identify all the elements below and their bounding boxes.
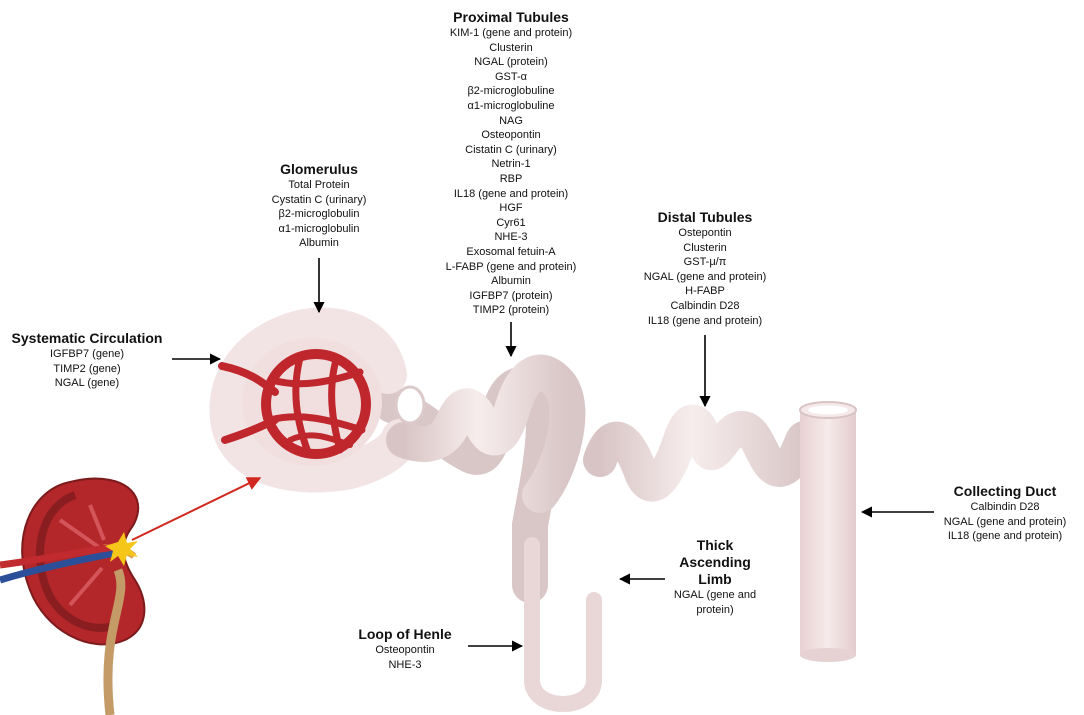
list-item: β2-microglobuline [406,84,616,99]
list-item: Albumin [406,274,616,289]
list-item: Ostepontin [615,226,795,241]
list-item: Clusterin [615,241,795,256]
list-item: TIMP2 (gene) [2,362,172,377]
loop-of-henle-label: Loop of Henle Osteopontin NHE-3 [340,626,470,672]
list-item: Cyr61 [406,216,616,231]
list-item: IL18 (gene and protein) [406,187,616,202]
list-item: Exosomal fetuin-A [406,245,616,260]
list-item: IL18 (gene and protein) [930,529,1080,544]
list-item: L-FABP (gene and protein) [406,260,616,275]
glomerulus-label: Glomerulus Total Protein Cystatin C (uri… [229,161,409,251]
list-item: β2-microglobulin [229,207,409,222]
list-item: Cistatin C (urinary) [406,143,616,158]
list-item: α1-microglobulin [229,222,409,237]
list-item: NGAL (gene) [2,376,172,391]
distal-convoluted-tubule [600,421,804,484]
list-item: Cystatin C (urinary) [229,193,409,208]
list-item: Total Protein [229,178,409,193]
proximal-tubules-list: KIM-1 (gene and protein) Clusterin NGAL … [406,26,616,318]
loop-of-henle-list: Osteopontin NHE-3 [340,643,470,672]
list-item: NGAL (gene and [660,588,770,603]
list-item: Albumin [229,236,409,251]
list-item: α1-microglobuline [406,99,616,114]
list-item: NHE-3 [406,230,616,245]
glomerulus-list: Total Protein Cystatin C (urinary) β2-mi… [229,178,409,251]
list-item: NHE-3 [340,658,470,673]
list-item: Clusterin [406,41,616,56]
title-line: Thick [660,537,770,554]
collecting-duct-label: Collecting Duct Calbindin D28 NGAL (gene… [930,483,1080,544]
list-item: NGAL (gene and protein) [930,515,1080,530]
thick-ascending-limb-title: Thick Ascending Limb [660,537,770,588]
list-item: NGAL (protein) [406,55,616,70]
thick-ascending-limb-list: NGAL (gene and protein) [660,588,770,617]
systematic-circulation-list: IGFBP7 (gene) TIMP2 (gene) NGAL (gene) [2,347,172,391]
list-item: Osteopontin [340,643,470,658]
list-item: IL18 (gene and protein) [615,314,795,329]
list-item: H-FABP [615,284,795,299]
list-item: RBP [406,172,616,187]
distal-tubules-list: Ostepontin Clusterin GST-μ/π NGAL (gene … [615,226,795,328]
list-item: Calbindin D28 [930,500,1080,515]
list-item: IGFBP7 (protein) [406,289,616,304]
kidney-illustration [0,479,144,715]
tubule-opening [396,387,424,423]
title-line: Ascending [660,554,770,571]
thick-ascending-limb-label: Thick Ascending Limb NGAL (gene and prot… [660,537,770,617]
arrow-kidney-to-glomerulus [132,478,260,540]
list-item: IGFBP7 (gene) [2,347,172,362]
distal-tubules-label: Distal Tubules Ostepontin Clusterin GST-… [615,209,795,328]
list-item: HGF [406,201,616,216]
glomerulus-title: Glomerulus [229,161,409,178]
proximal-tubules-title: Proximal Tubules [406,9,616,26]
list-item: Osteopontin [406,128,616,143]
distal-tubules-title: Distal Tubules [615,209,795,226]
list-item: NAG [406,114,616,129]
collecting-duct-title: Collecting Duct [930,483,1080,500]
proximal-tubules-label: Proximal Tubules KIM-1 (gene and protein… [406,9,616,318]
list-item: Netrin-1 [406,157,616,172]
list-item: NGAL (gene and protein) [615,270,795,285]
list-item: GST-μ/π [615,255,795,270]
collecting-duct-list: Calbindin D28 NGAL (gene and protein) IL… [930,500,1080,544]
systematic-circulation-title: Systematic Circulation [2,330,172,347]
list-item: Calbindin D28 [615,299,795,314]
list-item: KIM-1 (gene and protein) [406,26,616,41]
systematic-circulation-label: Systematic Circulation IGFBP7 (gene) TIM… [2,330,172,391]
title-line: Limb [660,571,770,588]
collecting-duct-shape [800,402,856,662]
list-item: protein) [660,603,770,618]
loop-of-henle-title: Loop of Henle [340,626,470,643]
list-item: GST-α [406,70,616,85]
list-item: TIMP2 (protein) [406,303,616,318]
